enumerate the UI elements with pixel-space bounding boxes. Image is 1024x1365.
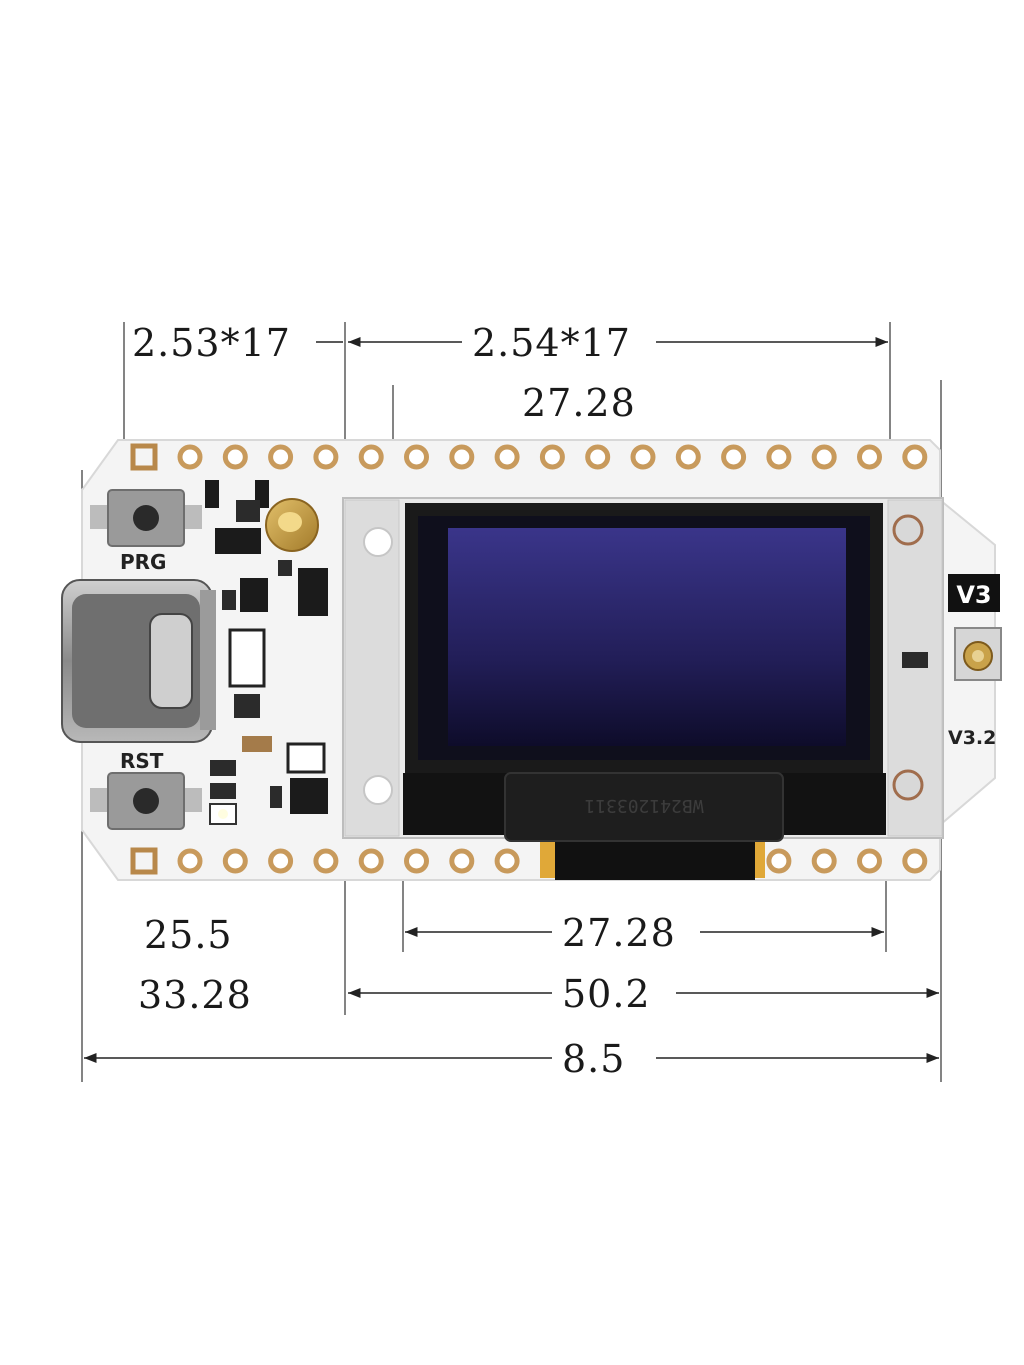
pin-pad-icon [177,444,203,470]
pin-pad-icon [811,444,837,470]
revision-label: V3.2 [948,727,996,749]
pin-pad-icon [766,848,792,874]
dimension-bottom-display: 27.28 [405,911,884,955]
pin-pad-icon [358,848,384,874]
dim-bottom-span-label: 50.2 [562,972,651,1016]
right-edge: V3 V3.2 [902,574,1002,749]
bottom-pin-header [130,847,928,875]
dimension-top-right: 2.54*17 [348,321,888,365]
dimension-overall: 8.5 [84,1037,939,1081]
pin-pad-icon [494,848,520,874]
pin-pad-icon [130,443,158,471]
pin-pad-icon [857,848,882,874]
pin-pad-icon [630,444,656,470]
usb-c-icon [61,579,216,743]
dim-overall-label: 8.5 [562,1037,625,1081]
dim-top-display-label: 27.28 [522,381,636,425]
pin-pad-icon [313,848,339,874]
pin-pad-icon [585,444,611,470]
pin-pad-icon [494,444,520,470]
pin-pad-icon [811,848,837,874]
dim-top-left-label: 2.53*17 [132,321,291,365]
dimension-top-left: 2.53*17 [132,321,343,365]
dim-bottom-display-label: 27.28 [562,911,676,955]
pin-pad-icon [449,848,475,874]
rst-button [90,772,202,830]
display-marking: WB241203311 [584,795,703,816]
rst-label: RST [120,749,164,773]
pin-pad-icon [358,444,384,470]
pin-pad-icon [902,444,928,470]
smd-components [205,480,328,825]
pin-pad-icon [675,444,701,470]
oled-screen [448,528,846,746]
pin-pad-icon [313,444,339,470]
version-badge-text: V3 [956,581,991,609]
oled-display: WB241203311 [403,503,886,880]
pin-pad-icon [539,444,565,470]
pin-pad-icon [766,444,792,470]
prg-label: PRG [120,550,166,574]
top-pin-header [130,443,928,471]
dim-bottom-left-upper-label: 25.5 [144,913,233,957]
dimension-bottom-span: 50.2 [348,972,939,1016]
pin-pad-icon [857,444,882,470]
pin-pad-icon [721,444,747,470]
pin-pad-icon [222,444,248,470]
pin-pad-icon [222,848,248,874]
dim-bottom-left-lower-label: 33.28 [138,973,252,1017]
dim-top-right-label: 2.54*17 [472,321,631,365]
pin-pad-icon [177,848,203,874]
pin-pad-icon [130,847,158,875]
pin-pad-icon [404,848,429,874]
antenna-connector-icon [265,498,319,552]
pin-pad-icon [268,444,294,470]
version-badge [948,574,1000,612]
pin-pad-icon [268,848,294,874]
pin-pad-icon [902,848,928,874]
prg-button [90,489,202,547]
pin-pad-icon [449,444,475,470]
pin-pad-icon [404,444,429,470]
